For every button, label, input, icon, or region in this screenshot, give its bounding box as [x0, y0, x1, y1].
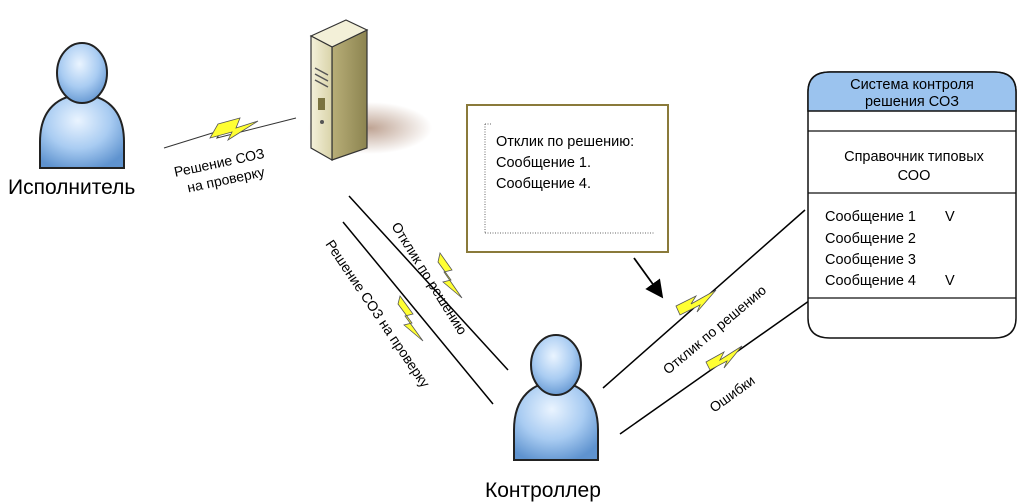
- system-message-3: Сообщение 3: [825, 252, 916, 268]
- system-message-2: Сообщение 2: [825, 231, 916, 247]
- system-controller-errors-label: Ошибки: [706, 372, 757, 415]
- document-line-2: Сообщение 1.: [496, 155, 591, 171]
- executor-label: Исполнитель: [8, 176, 135, 199]
- system-message-4-mark: V: [945, 273, 955, 289]
- system-title-line2: решения СОЗ: [865, 94, 959, 110]
- catalog-title-line2: СОО: [898, 168, 931, 184]
- server-tower-icon: [308, 19, 432, 162]
- server-controller-links: [342, 195, 509, 405]
- catalog-title-line1: Справочник типовых: [844, 149, 985, 165]
- executor-person-icon: [39, 42, 125, 169]
- server-controller-feedback-label: Отклик по решению: [388, 219, 470, 337]
- system-message-1-mark: V: [945, 209, 955, 225]
- system-title-line1: Система контроля: [850, 77, 974, 93]
- executor-server-link: [163, 117, 297, 149]
- control-system-box: Система контроля решения СОЗ Справочник …: [807, 71, 1017, 339]
- document-line-1: Отклик по решению:: [496, 134, 634, 150]
- controller-system-links: [602, 209, 817, 435]
- document-line-3: Сообщение 4.: [496, 176, 591, 192]
- system-message-1: Сообщение 1: [825, 209, 916, 225]
- controller-person-icon: [513, 334, 599, 461]
- executor-server-link-label: Решение СОЗ на проверку: [173, 145, 266, 195]
- system-message-4: Сообщение 4: [825, 273, 916, 289]
- controller-label: Контроллер: [485, 479, 601, 502]
- feedback-document: Отклик по решению: Сообщение 1. Сообщени…: [466, 104, 669, 253]
- document-arrow: [633, 257, 664, 299]
